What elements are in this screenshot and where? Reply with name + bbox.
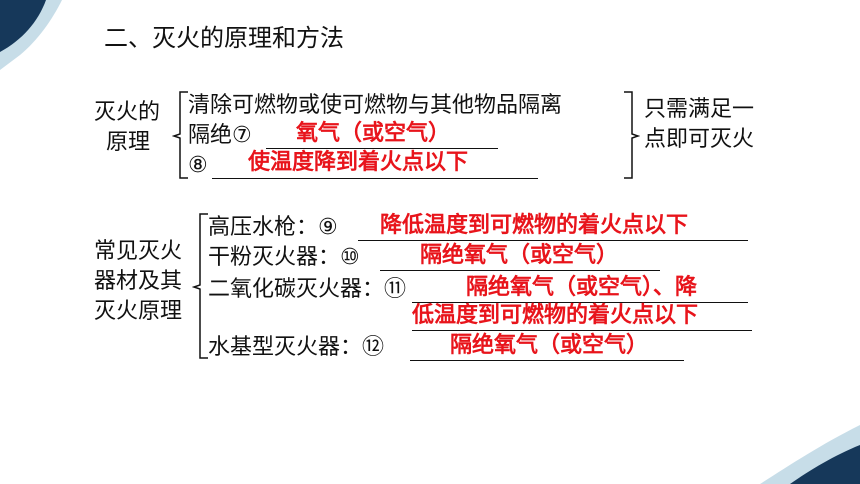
equipment-item2-prefix: 干粉灭火器：⑩: [208, 245, 360, 270]
principle-item1: 清除可燃物或使可燃物与其他物品隔离: [188, 93, 563, 118]
answer-10: 隔绝氧气（或空气）: [420, 243, 619, 268]
equipment-item1-prefix: 高压水枪：⑨: [208, 215, 338, 240]
answer-9: 降低温度到可燃物的着火点以下: [380, 213, 689, 238]
blank-line: [410, 360, 684, 361]
principle-label-line2: 原理: [106, 130, 151, 155]
principle-note-line1: 只需满足一: [644, 97, 755, 122]
answer-8: 使温度降到着火点以下: [248, 150, 469, 175]
answer-11-line2: 低温度到可燃物的着火点以下: [412, 303, 699, 328]
blank-line: [358, 240, 748, 241]
equipment-item3-prefix: 二氧化碳灭火器：⑪: [208, 277, 407, 302]
principle-item2-prefix: 隔绝⑦: [188, 123, 252, 148]
principle-item3-prefix: ⑧: [188, 153, 208, 178]
page-title: 二、灭火的原理和方法: [104, 24, 344, 52]
principle-label-line1: 灭火的: [94, 100, 161, 125]
equipment-label-line2: 器材及其: [94, 269, 183, 294]
right-bracket: [624, 91, 640, 179]
equipment-label-line1: 常见灭火: [94, 239, 183, 264]
blank-line: [266, 148, 498, 149]
equipment-item4-prefix: 水基型灭火器：⑫: [208, 335, 385, 360]
answer-12: 隔绝氧气（或空气）: [450, 333, 649, 358]
principle-note-line2: 点即可灭火: [644, 127, 755, 152]
answer-11-line1: 隔绝氧气（或空气）、降: [466, 275, 698, 300]
blank-line: [380, 270, 660, 271]
answer-7: 氧气（或空气）: [296, 121, 451, 146]
equipment-label-line3: 灭火原理: [94, 299, 183, 324]
equipment-bracket: [192, 213, 208, 359]
left-bracket: [172, 91, 188, 179]
blank-line: [412, 330, 752, 331]
blank-line: [212, 178, 538, 179]
blank-line: [412, 302, 748, 303]
